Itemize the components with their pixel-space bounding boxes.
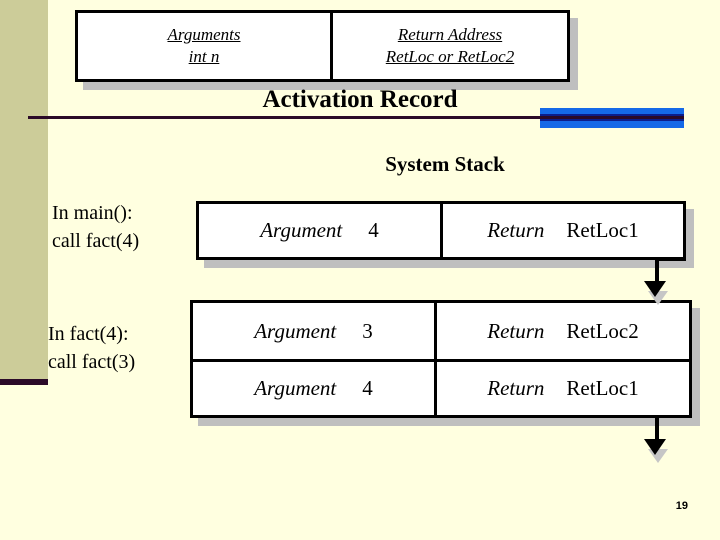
title-divider-rule	[28, 116, 684, 119]
caption-in-main: In main(): call fact(4)	[52, 199, 139, 255]
return-label: Return	[487, 218, 545, 242]
return-value: RetLoc1	[566, 218, 639, 242]
arrow-down-icon	[644, 281, 666, 297]
argument-label: Argument	[260, 218, 343, 242]
system-stack-heading: System Stack	[385, 152, 505, 176]
stack-frame-fact4: Argument 3 Return RetLoc2 Argument 4 Ret…	[190, 300, 692, 418]
stack-cell-argument: Argument 3	[193, 303, 437, 359]
stack-cell-argument: Argument 4	[193, 362, 437, 415]
caption-in-fact4: In fact(4): call fact(3)	[48, 320, 135, 376]
return-value: RetLoc1	[566, 376, 639, 400]
return-address-detail: RetLoc or RetLoc2	[385, 47, 515, 66]
activation-record-cell-arguments: Arguments int n	[78, 13, 333, 79]
stack-frame-main: Argument 4 Return RetLoc1	[196, 201, 686, 260]
caption-in-fact4-line1: In fact(4):	[48, 323, 129, 345]
arguments-detail: int n	[188, 47, 220, 66]
caption-in-fact4-line2: call fact(3)	[48, 351, 136, 373]
stack-cell-return: Return RetLoc1	[437, 362, 689, 415]
stack-frame-row: Argument 3 Return RetLoc2	[193, 303, 689, 359]
arguments-title: Arguments	[167, 25, 241, 44]
caption-in-main-line1: In main():	[52, 202, 133, 224]
return-value: RetLoc2	[566, 318, 639, 343]
stack-cell-return: Return RetLoc2	[437, 303, 689, 359]
argument-value: 4	[368, 218, 379, 242]
activation-record-box: Arguments int n Return Address RetLoc or…	[75, 10, 570, 82]
argument-label: Argument	[254, 376, 337, 400]
stack-frame-row: Argument 4 Return RetLoc1	[193, 359, 689, 415]
stack-cell-return: Return RetLoc1	[443, 204, 683, 257]
arrow-down-icon	[644, 439, 666, 455]
page-number: 19	[675, 500, 688, 512]
return-label: Return	[487, 376, 545, 400]
return-address-title: Return Address	[397, 25, 503, 44]
arrow-down-icon	[655, 257, 686, 261]
sidebar-decoration-strip	[0, 0, 48, 380]
caption-in-main-line2: call fact(4)	[52, 230, 140, 252]
argument-value: 3	[362, 318, 373, 343]
argument-value: 4	[362, 376, 373, 400]
stack-frame-row: Argument 4 Return RetLoc1	[199, 204, 683, 257]
arrow-down-icon	[655, 415, 659, 442]
argument-label: Argument	[254, 318, 337, 343]
activation-record-cell-return-address: Return Address RetLoc or RetLoc2	[333, 13, 567, 79]
arrow-down-icon	[655, 257, 659, 284]
page-title: Activation Record	[262, 86, 458, 113]
sidebar-bottom-rule	[0, 379, 48, 385]
stack-cell-argument: Argument 4	[199, 204, 443, 257]
return-label: Return	[487, 318, 545, 343]
